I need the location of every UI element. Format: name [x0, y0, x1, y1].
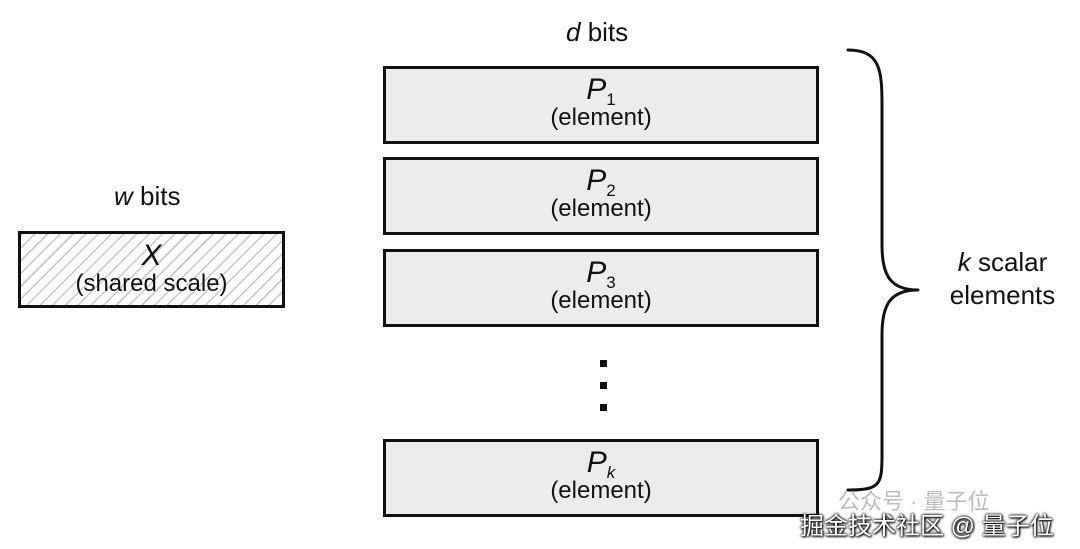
element-description-3: (element) — [550, 287, 652, 314]
shared-scale-width-label: w bits — [114, 181, 180, 211]
watermark-text: 掘金技术社区 @ 量子位 — [800, 513, 1054, 540]
element-description-1: (element) — [550, 104, 652, 131]
elements-width-unit: bits — [587, 17, 629, 47]
ellipsis-dot-3 — [600, 404, 607, 411]
brace-label-text1: scalar — [977, 247, 1048, 277]
brace-label-line2: elements — [949, 280, 1056, 310]
brace-label-line1: k scalar — [930, 246, 1075, 279]
shared-scale-width-unit: bits — [140, 181, 181, 211]
watermark-faint: 公众号 · 量子位 — [838, 489, 990, 514]
shared-scale-width-var: w — [114, 181, 133, 211]
element-symbol-k: Pk — [586, 446, 616, 482]
element-description-2: (element) — [550, 195, 652, 222]
curly-brace — [846, 48, 920, 492]
shared-scale-symbol: X — [141, 239, 162, 272]
shared-scale-box: X (shared scale) — [18, 231, 285, 308]
element-box-3: P3 (element) — [383, 249, 819, 327]
elements-width-var: d — [566, 17, 581, 47]
brace-label: k scalar elements — [930, 246, 1075, 312]
brace-label-var: k — [957, 247, 971, 277]
element-box-2: P2 (element) — [383, 157, 819, 235]
element-symbol-3: P3 — [586, 256, 616, 292]
ellipsis-dot-1 — [600, 360, 607, 367]
element-box-1: P1 (element) — [383, 66, 819, 144]
ellipsis-dot-2 — [600, 382, 607, 389]
element-description-k: (element) — [550, 477, 652, 504]
elements-width-label: d bits — [566, 17, 628, 47]
element-symbol-1: P1 — [586, 73, 616, 109]
element-symbol-2: P2 — [586, 164, 616, 200]
element-box-k: Pk (element) — [383, 439, 819, 517]
vertical-ellipsis — [597, 360, 611, 420]
shared-scale-description: (shared scale) — [75, 270, 228, 297]
